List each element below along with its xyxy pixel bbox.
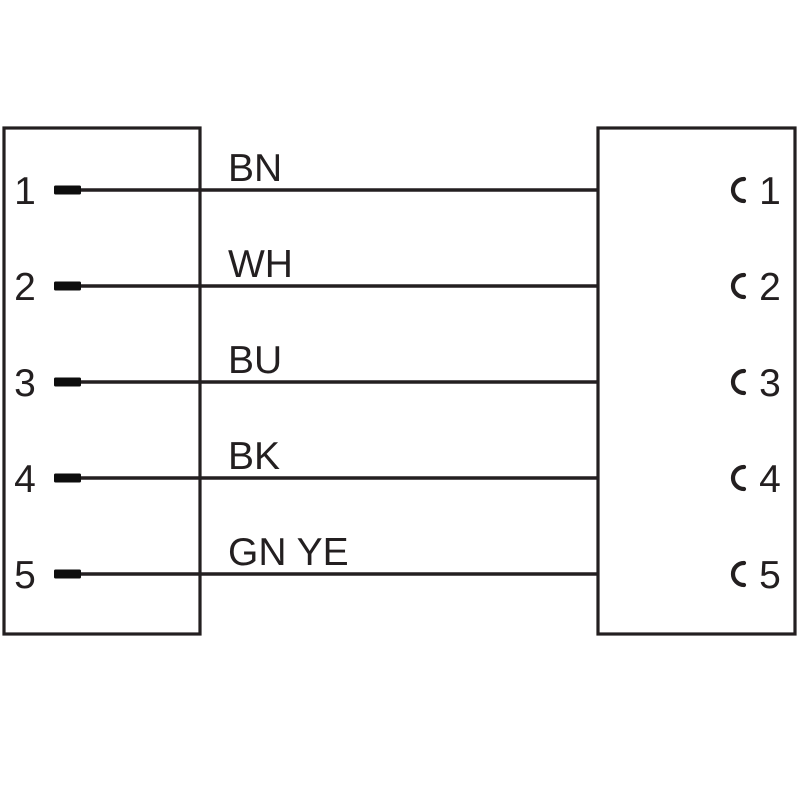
- right-socket-contact-3: [730, 368, 747, 396]
- wire-green-yellow-label: GN YE: [228, 531, 349, 574]
- wire-blue-label: BU: [228, 339, 282, 382]
- left-pin-number-5: 5: [14, 554, 36, 597]
- right-socket-contact-2: [730, 272, 747, 300]
- right-socket-contact-5: [730, 560, 747, 588]
- left-pin-group: 1 2 3 4 5: [14, 170, 81, 597]
- wire-white-label: WH: [228, 243, 293, 286]
- wires-group: [81, 188, 598, 576]
- left-pin-contact-3: [54, 377, 81, 387]
- right-socket-group: 1 2 3 4 5: [730, 170, 781, 597]
- left-pin-number-3: 3: [14, 362, 36, 405]
- right-pin-number-3: 3: [759, 362, 781, 405]
- left-pin-contact-1: [54, 185, 81, 195]
- left-pin-contact-2: [54, 281, 81, 291]
- left-pin-number-4: 4: [14, 458, 36, 501]
- wire-brown-label: BN: [228, 147, 282, 190]
- right-pin-number-2: 2: [759, 266, 781, 309]
- left-pin-number-1: 1: [14, 170, 36, 213]
- left-pin-contact-4: [54, 473, 81, 483]
- wire-black-label: BK: [228, 435, 280, 478]
- right-socket-contact-1: [730, 176, 747, 204]
- right-socket-contact-4: [730, 464, 747, 492]
- right-pin-number-4: 4: [759, 458, 781, 501]
- left-pin-number-2: 2: [14, 266, 36, 309]
- wire-label-group: BN WH BU BK GN YE: [228, 147, 349, 574]
- left-pin-contact-5: [54, 569, 81, 579]
- right-pin-number-1: 1: [759, 170, 781, 213]
- right-pin-number-5: 5: [759, 554, 781, 597]
